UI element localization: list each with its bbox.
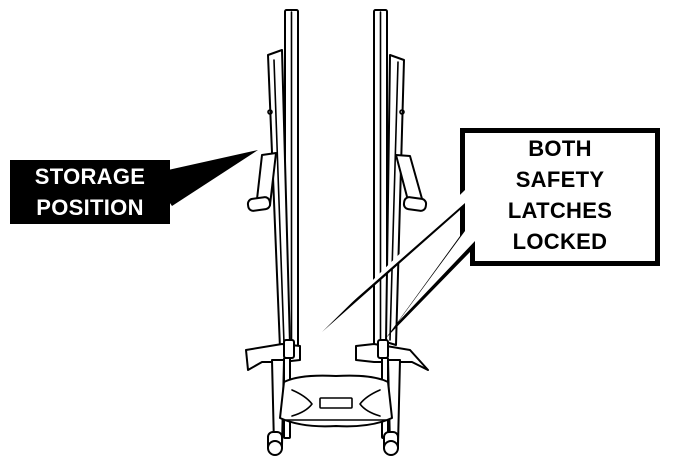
left-transport-wheel — [267, 431, 283, 456]
right-transport-wheel — [383, 431, 399, 456]
latches-label-line-2: SAFETY — [515, 167, 605, 192]
storage-position-callout — [10, 150, 258, 224]
safety-latches-label: BOTH SAFETY LATCHES LOCKED — [460, 124, 660, 266]
right-upright-frame — [373, 9, 388, 353]
storage-label-line-2: POSITION — [36, 195, 144, 220]
latches-label-line-1: BOTH — [528, 136, 592, 161]
right-folded-handlebar — [385, 54, 428, 346]
latches-label-line-4: LOCKED — [512, 229, 608, 254]
storage-label-line-1: STORAGE — [34, 164, 146, 189]
storage-position-label: STORAGE POSITION — [10, 160, 170, 224]
safety-latches-callout — [322, 128, 660, 338]
latches-label-line-3: LATCHES — [507, 198, 613, 223]
foot-pedal — [279, 374, 393, 428]
right-safety-latch — [355, 339, 429, 371]
left-folded-handlebar — [246, 49, 291, 349]
